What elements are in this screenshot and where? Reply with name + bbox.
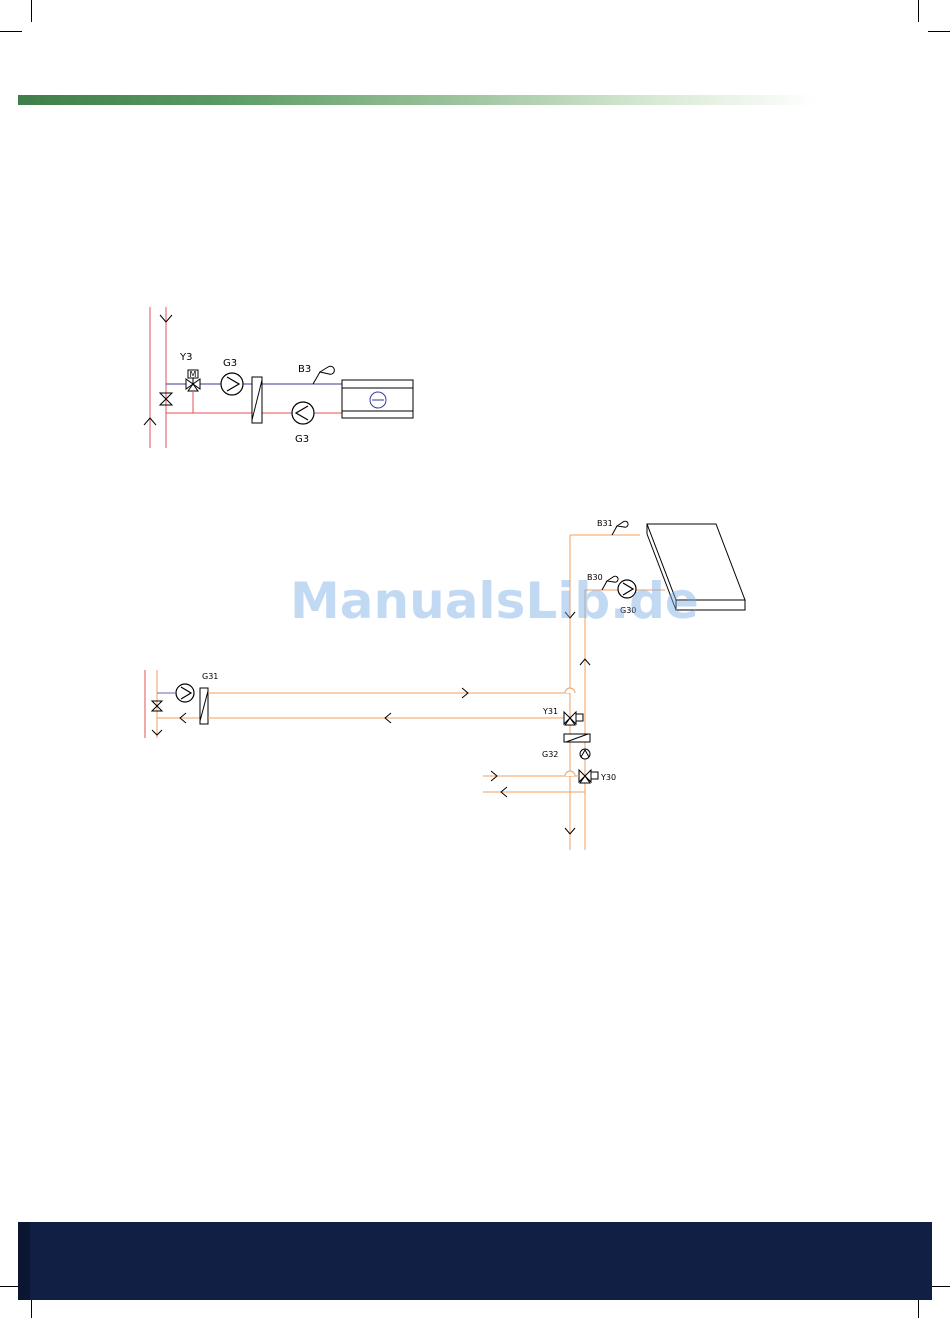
footer-left-strip	[18, 1222, 30, 1300]
label-b31: B31	[597, 519, 613, 528]
diagram-2-solar-circuit: G31	[145, 519, 745, 850]
label-y30: Y30	[600, 773, 616, 782]
label-y31: Y31	[542, 707, 558, 716]
svg-text:M: M	[190, 370, 197, 379]
label-b3: B3	[298, 364, 311, 375]
temperature-sensor-b31-icon	[612, 521, 628, 535]
pump-g31-icon	[176, 684, 194, 702]
three-way-valve-y3-icon: M	[186, 370, 200, 391]
label-g32: G32	[542, 750, 558, 759]
pump-g32-icon	[580, 749, 590, 759]
plate-heat-exchanger-icon	[564, 734, 590, 742]
footer-band	[18, 1222, 932, 1300]
heat-exchanger-left-icon	[200, 688, 208, 724]
three-way-valve-y30-icon	[579, 770, 598, 783]
watermark: ManualsLib.de	[290, 572, 670, 642]
pump-g3-bottom-icon	[292, 402, 314, 424]
cooling-unit-icon	[342, 380, 413, 418]
heat-exchanger-icon	[252, 377, 262, 423]
label-g31: G31	[202, 672, 218, 681]
label-g3-bottom: G3	[295, 434, 309, 445]
temperature-sensor-b3-icon	[313, 366, 334, 384]
three-way-valve-y31-icon	[564, 712, 583, 725]
pump-g3-top-icon	[221, 373, 243, 395]
label-y3: Y3	[179, 352, 192, 363]
label-g3-top: G3	[223, 358, 237, 369]
diagram-1-cooling-circuit: M Y3 G3 G3 B3	[144, 307, 413, 448]
